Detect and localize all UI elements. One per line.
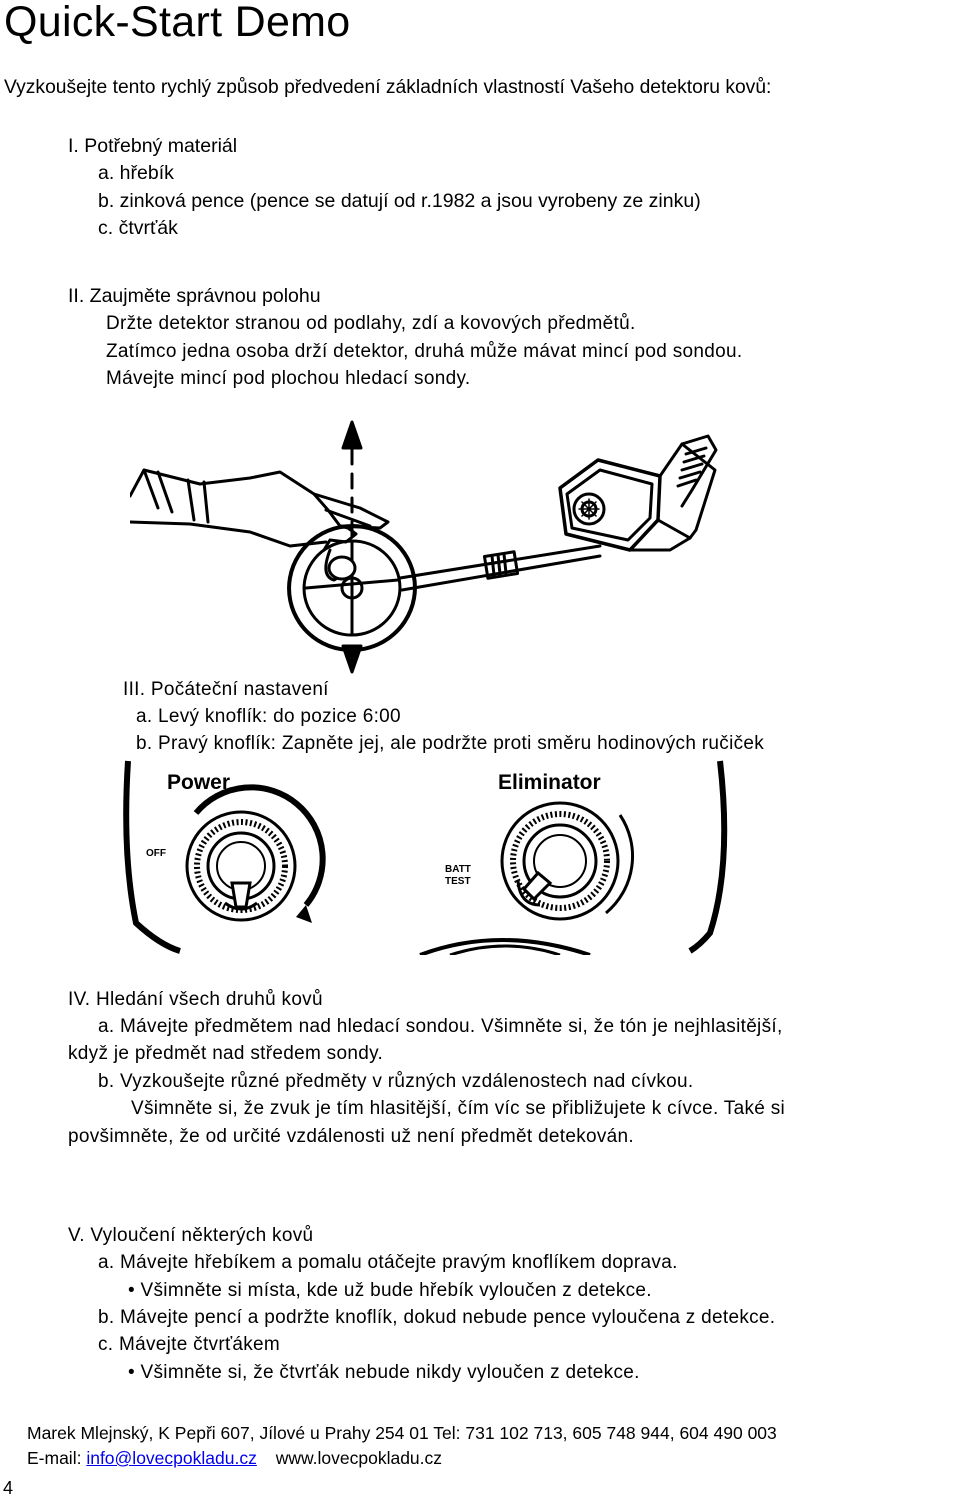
test-label: TEST [445,876,471,887]
off-label: OFF [146,848,166,859]
power-label: Power [167,771,230,794]
power-knob[interactable] [185,784,326,923]
batt-label: BATT [445,864,471,875]
section-4-line: a. Mávejte předmětem nad hledací sondou.… [98,1016,783,1037]
section-3-heading: III. Počáteční nastavení [123,679,329,700]
section-5-line: c. Mávejte čtvrťákem [98,1334,281,1355]
page-number: 4 [3,1478,14,1498]
section-4-line: b. Vyzkoušejte různé předměty v různých … [98,1071,694,1092]
eliminator-knob[interactable] [500,801,634,921]
section-1-heading: I. Potřebný materiál [68,135,238,157]
email-label: E-mail: [27,1448,82,1468]
section-3-item: a. Levý knoflík: do pozice 6:00 [136,706,401,727]
section-5-heading: V. Vyloučení některých kovů [68,1225,314,1246]
section-1-item: c. čtvrťák [98,217,178,239]
section-4-heading: IV. Hledání všech druhů kovů [68,989,323,1010]
page-title: Quick-Start Demo [4,0,351,46]
footer-address: Marek Mlejnský, K Pepři 607, Jílové u Pr… [27,1423,777,1443]
eliminator-label: Eliminator [498,771,601,794]
section-2-heading: II. Zaujměte správnou polohu [68,285,321,307]
section-5-line: a. Mávejte hřebíkem a pomalu otáčejte pr… [98,1252,678,1273]
section-4-line: když je předmět nad středem sondy. [68,1043,384,1064]
section-2-line: Držte detektor stranou od podlahy, zdí a… [106,313,636,334]
section-5-line: b. Mávejte pencí a podržte knoflík, doku… [98,1307,776,1328]
section-1-item: a. hřebík [98,162,174,184]
section-3-item: b. Pravý knoflík: Zapněte jej, ale podrž… [136,733,765,754]
email-link[interactable]: info@lovecpokladu.cz [86,1448,257,1468]
control-panel-illustration: Power Eliminator OFF BATT TEST [123,760,728,955]
section-1-item: b. zinková pence (pence se datují od r.1… [98,190,701,212]
section-4-line: povšimněte, že od určité vzdálenosti už … [68,1126,634,1147]
section-2-line: Zatímco jedna osoba drží detektor, druhá… [106,341,743,362]
detector-illustration [130,420,718,674]
section-4-line: Všimněte si, že zvuk je tím hlasitější, … [131,1098,786,1119]
section-2-line: Mávejte mincí pod plochou hledací sondy. [106,368,471,389]
intro-text: Vyzkoušejte tento rychlý způsob předvede… [4,77,772,98]
website-text: www.lovecpokladu.cz [275,1448,443,1468]
section-5-bullet: • Všimněte si místa, kde už bude hřebík … [128,1280,652,1301]
footer-contact: E-mail: info@lovecpokladu.cz www.lovecpo… [27,1446,442,1470]
section-5-bullet: • Všimněte si, že čtvrťák nebude nikdy v… [128,1362,640,1383]
